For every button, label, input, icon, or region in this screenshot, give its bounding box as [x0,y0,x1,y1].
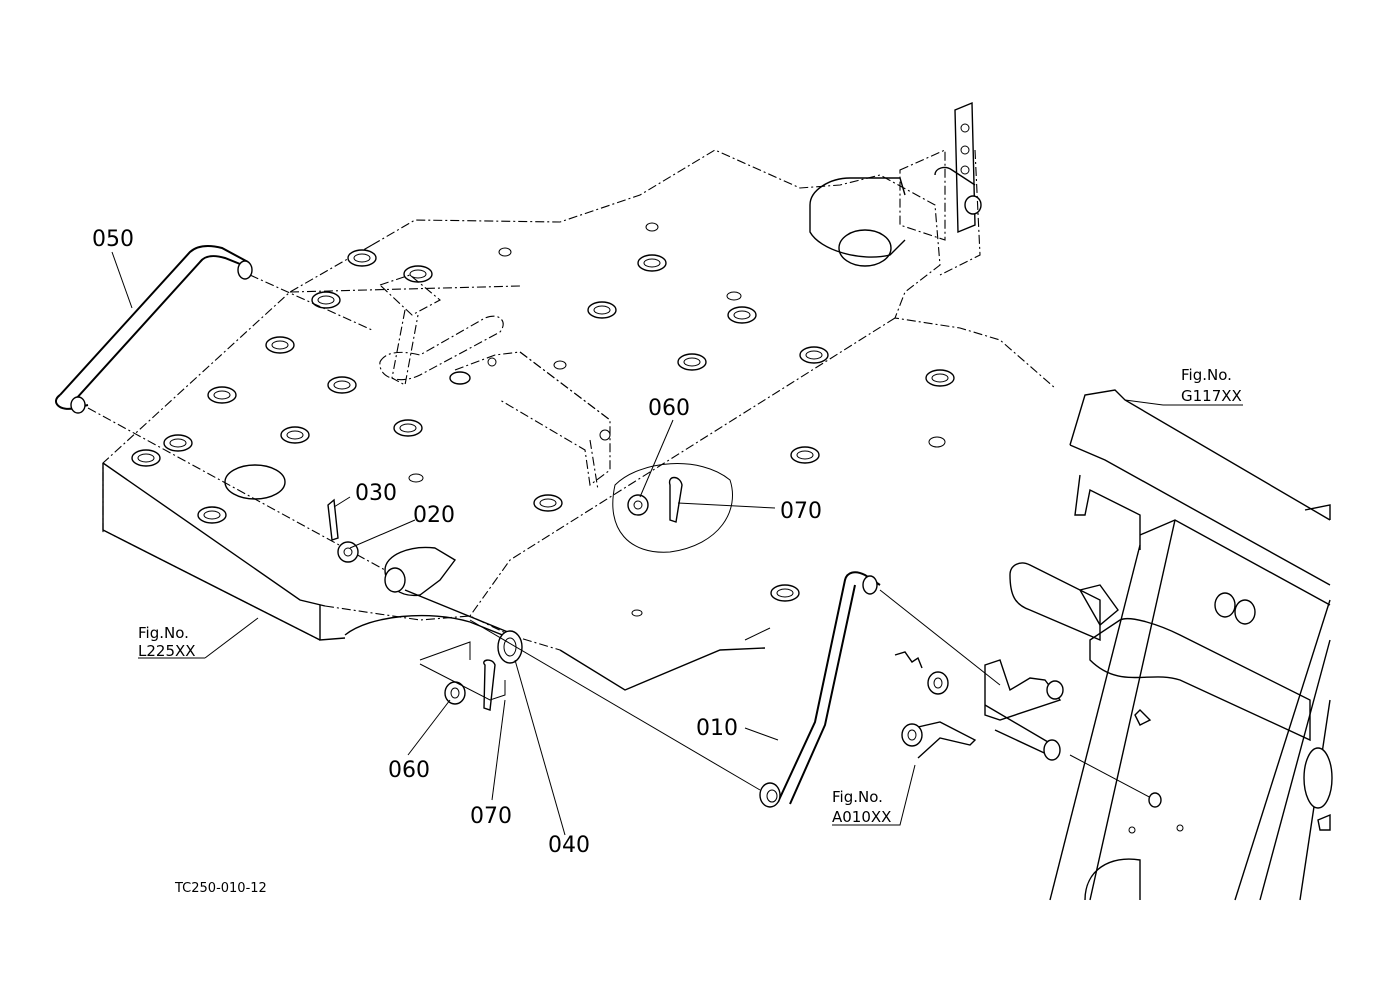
leader-lines [111,251,1243,836]
label-060-lower: 060 [388,758,430,783]
part-050-rod [55,245,386,571]
part-010-rod [469,571,1001,808]
label-020: 020 [413,503,455,528]
figure-references: Fig.No. G117XX Fig.No. L225XX Fig.No. A0… [138,366,1242,826]
pedal-bracket [378,274,611,491]
fig-ref-a010-number: A010XX [832,808,891,826]
floor-plate [102,149,1056,691]
fig-ref-g117-prefix: Fig.No. [1181,366,1232,384]
label-050: 050 [92,227,134,252]
plate-grommets [131,249,955,602]
label-040: 040 [548,833,590,858]
label-010: 010 [696,716,738,741]
label-060-upper: 060 [648,396,690,421]
label-030: 030 [355,481,397,506]
fig-ref-g117-number: G117XX [1181,387,1242,405]
part-labels: 050 030 020 060 070 010 060 070 040 [92,227,822,858]
brake-linkage [894,651,1162,808]
fig-ref-l225-prefix: Fig.No. [138,624,189,642]
fig-ref-a010-prefix: Fig.No. [832,788,883,806]
label-070-lower: 070 [470,804,512,829]
label-070-upper: 070 [780,499,822,524]
main-frame [1009,389,1333,901]
linkage-assembly [327,463,733,711]
rear-bracket [899,101,982,276]
plate-holes [224,222,946,617]
fig-ref-l225-number: L225XX [138,642,196,660]
drawing-code: TC250-010-12 [174,881,267,896]
